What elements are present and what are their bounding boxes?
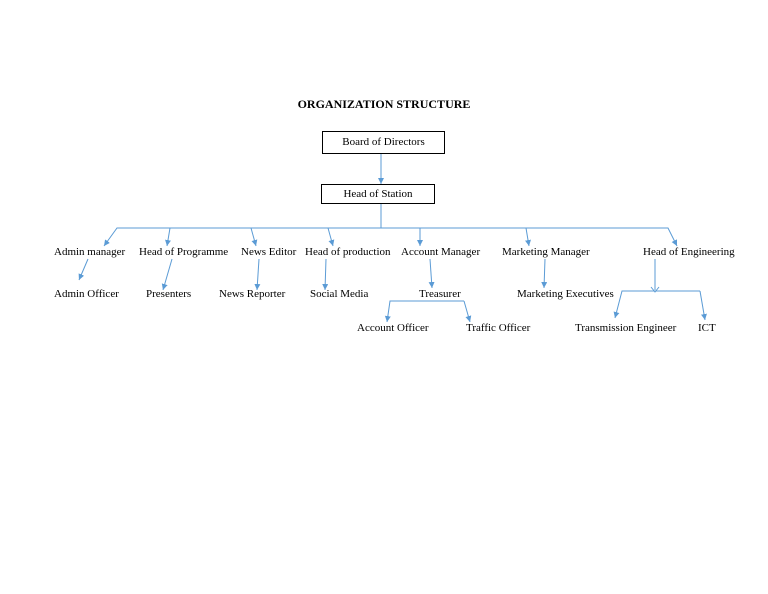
node-admin-manager: Admin manager	[54, 246, 126, 258]
edge-treasurer-to-traffic-officer	[463, 300, 472, 323]
node-head-of-programme: Head of Programme	[139, 246, 229, 258]
edge-head-engineering-to-transmission-engineer	[615, 259, 700, 318]
edge-station-to-head-programme	[165, 227, 171, 247]
node-news-editor: News Editor	[241, 246, 297, 258]
edge-station-to-head-production	[327, 227, 335, 247]
diagram-title: ORGANIZATION STRUCTURE	[297, 97, 471, 111]
edge-station-to-news-editor	[250, 227, 258, 247]
node-marketing-manager: Marketing Manager	[502, 246, 590, 258]
edge-station-to-admin-manager	[104, 204, 382, 246]
node-presenters: Presenters	[146, 288, 192, 300]
edge-account-manager-to-treasurer	[428, 258, 435, 289]
edge-head-production-to-social-media	[322, 258, 329, 291]
node-transmission-engineer: Transmission Engineer	[575, 322, 677, 334]
node-head-of-station: Head of Station	[321, 184, 435, 204]
node-news-reporter: News Reporter	[219, 288, 286, 300]
node-board-of-directors: Board of Directors	[322, 131, 445, 154]
node-ict: ICT	[698, 322, 716, 334]
node-head-of-production: Head of production	[305, 246, 391, 258]
edge-marketing-manager-to-marketing-executives	[541, 258, 548, 289]
edge-admin-manager-to-admin-officer	[78, 258, 89, 281]
node-head-of-engineering: Head of Engineering	[643, 246, 735, 258]
edge-station-to-account-manager	[381, 227, 423, 246]
edge-station-to-marketing-manager	[420, 227, 531, 247]
edge-news-editor-to-news-reporter	[254, 258, 261, 291]
node-marketing-executives: Marketing Executives	[517, 288, 614, 300]
node-admin-officer: Admin Officer	[54, 288, 119, 300]
edge-station-to-head-engineering	[526, 227, 678, 247]
node-account-manager: Account Manager	[401, 246, 481, 258]
node-account-officer: Account Officer	[357, 322, 429, 334]
edge-head-programme-to-presenters	[161, 258, 173, 291]
edge-engineering-trunk-arrow	[650, 286, 660, 293]
edge-head-engineering-to-ict	[699, 290, 707, 321]
node-traffic-officer: Traffic Officer	[466, 322, 531, 334]
edge-treasurer-to-account-officer	[384, 300, 464, 323]
node-social-media: Social Media	[310, 288, 369, 300]
node-treasurer: Treasurer	[419, 288, 461, 300]
